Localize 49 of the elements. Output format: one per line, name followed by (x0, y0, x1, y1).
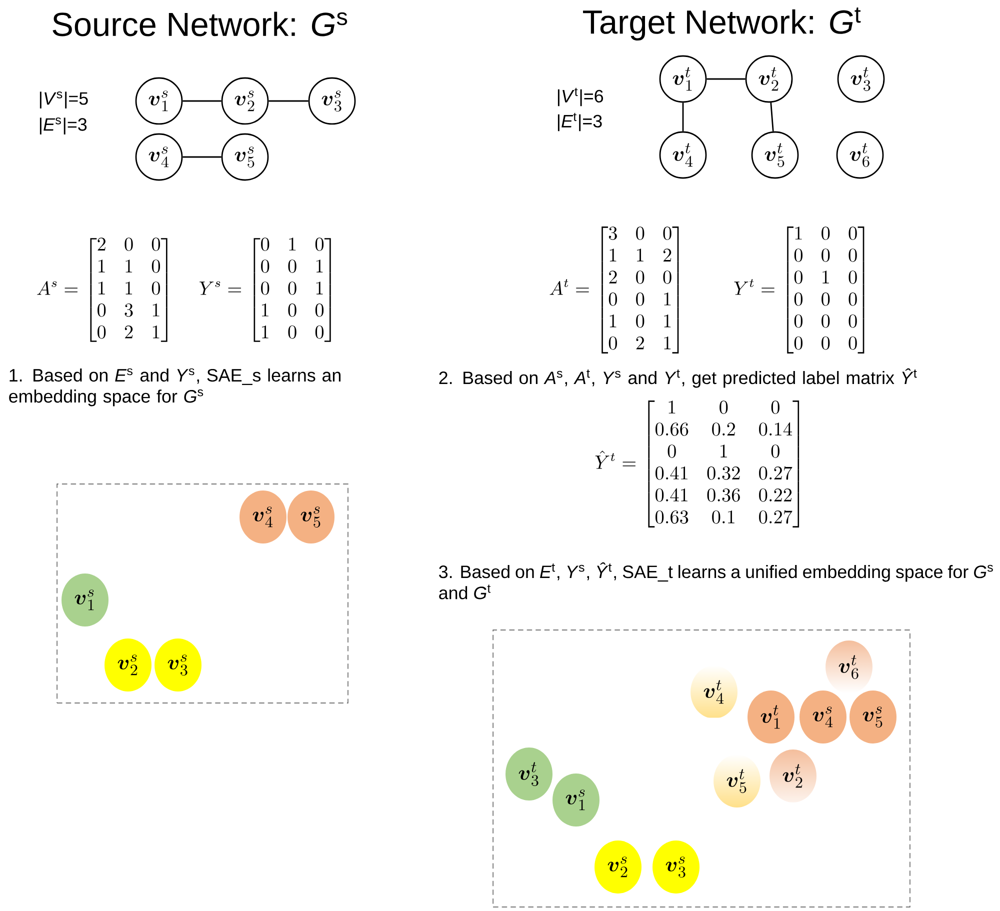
edge-line (182, 156, 222, 158)
edge-line (182, 100, 222, 102)
label-matrix: $Y^s = \begin{bmatrix}0&1&0\\0&0&1\\0&0&1\\1&0&0\\1&0&0\end{bmatrix}$ (200, 238, 331, 342)
node-count: |V$^{t}$|=6 (558, 88, 604, 106)
graph-node: $\boldsymbol{v}^s_2$ (221, 77, 269, 125)
embedding-point: $\boldsymbol{v}^s_4$ (240, 490, 286, 544)
node-count: |V$^{s}$|=5 (40, 92, 88, 108)
embedding-point: $\boldsymbol{v}^s_5$ (288, 490, 334, 544)
graph-node: $\boldsymbol{v}^t_4$ (659, 131, 707, 179)
edge-count: |E$^{t}$|=3 (558, 112, 602, 132)
step-text: 2. Based on A$^{s}$, A$^{t}$, Y$^{s}$ and Y$^{t}$, get predicted label matrix Ŷ$^{t}$ (439, 368, 917, 388)
edge-line (706, 78, 746, 80)
heading: Source Network: G$^{s}$ (52, 12, 348, 36)
embedding-space-box (492, 630, 910, 908)
embedding-point: $\boldsymbol{v}^t_4$ (704, 680, 724, 704)
graph-node: $\boldsymbol{v}^t_6$ (836, 131, 884, 179)
graph-node: $\boldsymbol{v}^s_4$ (135, 133, 183, 181)
embedding-point: $\boldsymbol{v}^s_3$ (154, 638, 202, 692)
graph-node: $\boldsymbol{v}^t_5$ (751, 131, 799, 179)
heading: Target Network: G$^{t}$ (583, 7, 861, 40)
embedding-point: $\boldsymbol{v}^s_5$ (850, 690, 896, 744)
adjacency-matrix: $A^s = \begin{bmatrix}2&0&0\\1&1&0\\1&1&0\\0&3&1\\0&2&1\end{bmatrix}$ (37, 238, 168, 342)
embedding-space-box (56, 484, 348, 704)
graph-node: $\boldsymbol{v}^s_1$ (135, 77, 183, 125)
step-text: 1. Based on E$^{s}$ and Y$^{s}$, SAE_s learns an embedding space for G$^{s}$ (9, 368, 340, 406)
embedding-point: $\boldsymbol{v}^s_3$ (652, 840, 700, 894)
edge-count: |E$^{s}$|=3 (40, 118, 87, 134)
graph-node: $\boldsymbol{v}^s_3$ (308, 77, 356, 125)
embedding-point: $\boldsymbol{v}^t_5$ (726, 769, 746, 793)
embedding-point: $\boldsymbol{v}^t_1$ (748, 690, 794, 744)
edge-line (770, 102, 774, 132)
embedding-point: $\boldsymbol{v}^t_6$ (838, 655, 858, 679)
embedding-point: $\boldsymbol{v}^t_3$ (506, 748, 552, 800)
step-text: 3. Based on E$^{t}$, Y$^{s}$, Ŷ$^{t}$, SAE_t learns a unified embedding space for G$^{s}$ and G$^{t}$ (439, 562, 993, 600)
graph-node: $\boldsymbol{v}^t_3$ (837, 55, 885, 103)
embedding-point: $\boldsymbol{v}^t_2$ (782, 764, 802, 788)
edge-line (268, 100, 308, 102)
graph-node: $\boldsymbol{v}^s_5$ (221, 133, 269, 181)
predicted-label-matrix: $\hat{Y}^t = \begin{bmatrix}1&0&0\\0.66&0.2&0.14\\0&1&0\\0.41&0.32&0.27\\0.41&0.36&0.22\\0.63&0.1&0.27\end{bmatrix}$ (595, 400, 800, 528)
label-matrix: $Y^t = \begin{bmatrix}1&0&0\\0&0&0\\0&1&0\\0&0&0\\0&0&0\\0&0&0\end{bmatrix}$ (734, 226, 864, 354)
embedding-point: $\boldsymbol{v}^s_2$ (594, 840, 642, 894)
embedding-point: $\boldsymbol{v}^s_4$ (800, 690, 846, 744)
adjacency-matrix: $A^t = \begin{bmatrix}3&0&0\\1&1&2\\2&0&0\\0&0&1\\1&0&1\\0&2&1\end{bmatrix}$ (550, 226, 679, 354)
graph-node: $\boldsymbol{v}^t_2$ (745, 55, 793, 103)
embedding-point: $\boldsymbol{v}^s_1$ (552, 774, 600, 826)
edge-line (682, 102, 684, 132)
graph-node: $\boldsymbol{v}^t_1$ (659, 55, 707, 103)
embedding-point: $\boldsymbol{v}^s_2$ (104, 638, 152, 692)
embedding-point: $\boldsymbol{v}^s_1$ (62, 574, 108, 626)
